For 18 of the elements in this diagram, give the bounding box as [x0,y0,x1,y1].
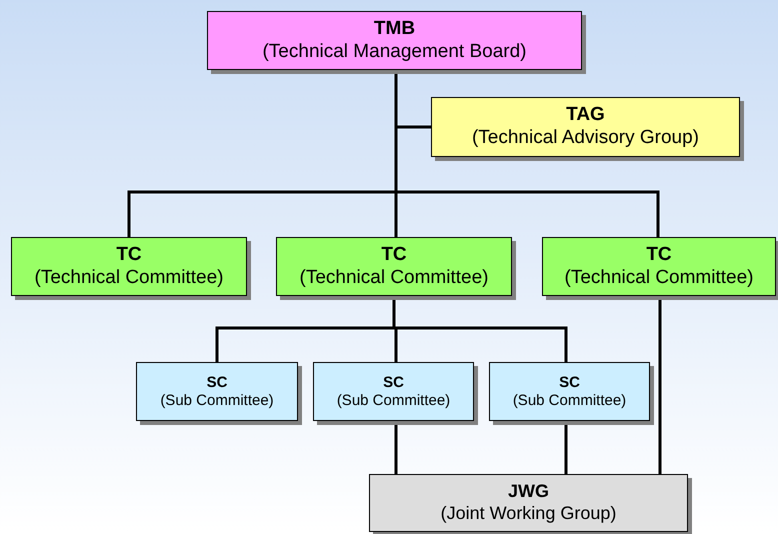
box-title: TC [116,244,142,266]
box-subtitle: (Sub Committee) [336,392,450,410]
box-title: SC [383,374,404,392]
box-subtitle: (Technical Committee) [34,266,224,290]
box-title: TC [646,244,672,266]
box-title: TAG [566,104,605,127]
box-title: JWG [508,481,549,503]
box-title: SC [206,374,228,392]
box-subtitle: (Sub Committee) [512,392,626,410]
box-subtitle: (Technical Management Board) [262,40,527,64]
box-title: SC [559,374,580,392]
box-subtitle: (Technical Advisory Group) [472,127,700,150]
box-subtitle: (Joint Working Group) [440,503,616,525]
box-title: TMB [374,18,416,40]
box-subtitle: (Technical Committee) [300,266,488,290]
box-subtitle: (Technical Committee) [564,266,754,290]
box-subtitle: (Sub Committee) [160,392,274,410]
box-title: TC [381,244,407,266]
